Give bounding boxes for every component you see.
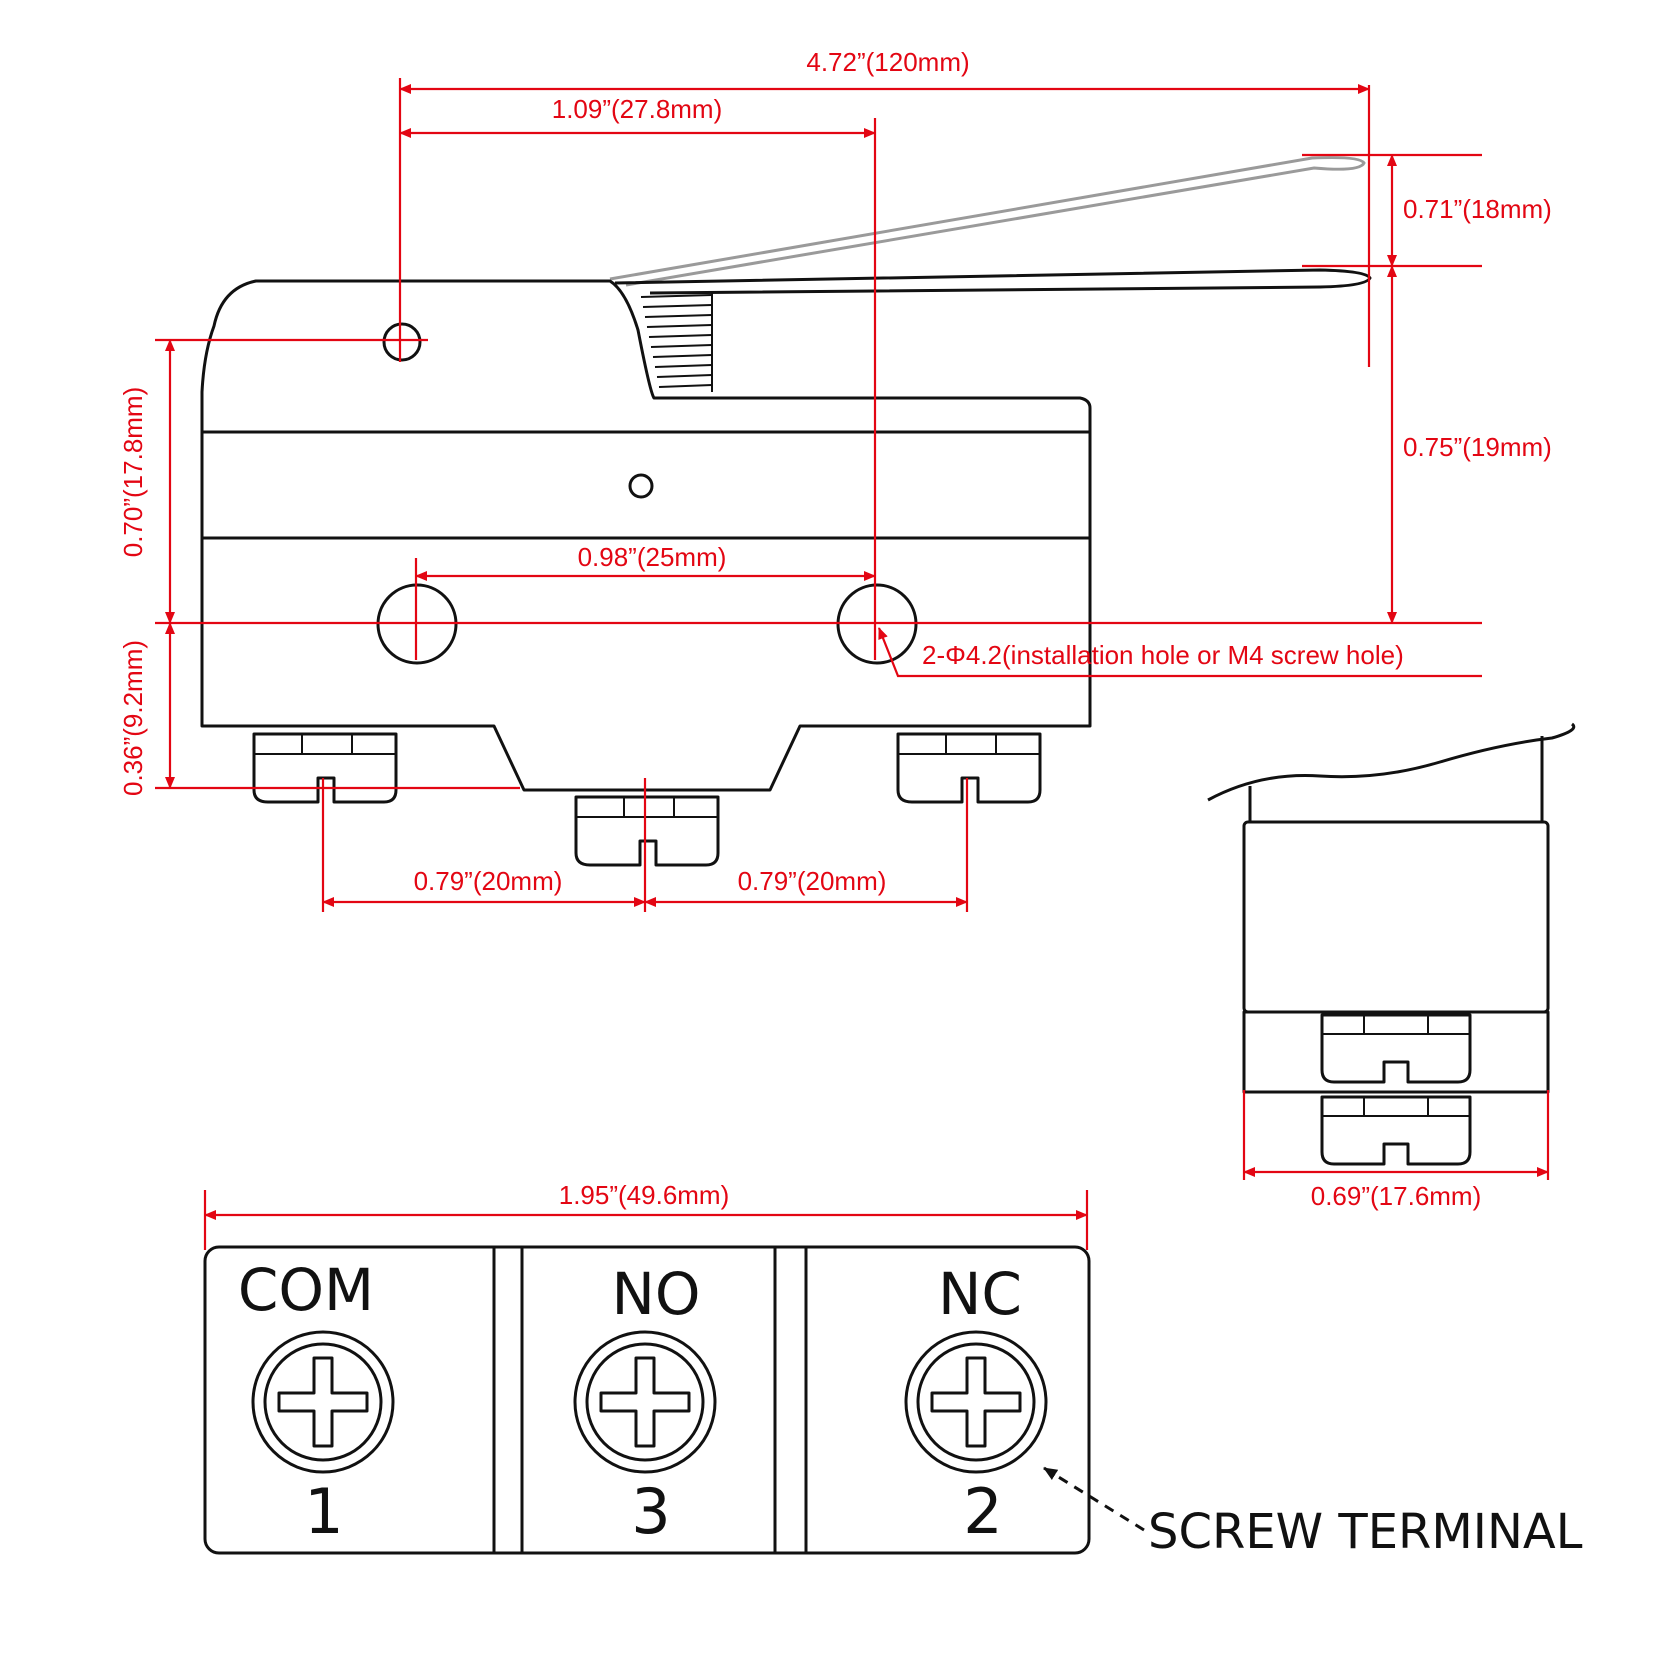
- dim-body-width: 1.95”(49.6mm): [559, 1180, 730, 1210]
- dim-overall-length: 4.72”(120mm): [806, 47, 969, 77]
- terminal-label-no: NO: [611, 1260, 700, 1328]
- side-terminal-screw-top: [1320, 1013, 1472, 1084]
- dim-hole-spacing: 0.98”(25mm): [578, 542, 727, 572]
- lever-arm: [614, 268, 1372, 295]
- terminal-number-2: 2: [963, 1475, 1002, 1548]
- upper-housing: [200, 279, 1092, 540]
- lower-base: [200, 536, 1092, 792]
- terminal-block: COM NO NC 1 3 2 SCREW TERMINAL: [203, 1245, 1583, 1560]
- dim-terminal-depth: 0.36”(9.2mm): [118, 640, 148, 796]
- dim-side-width: 0.69”(17.6mm): [1311, 1181, 1482, 1211]
- screw-terminal-leader: [1043, 1466, 1145, 1532]
- terminal-number-1: 1: [304, 1475, 343, 1548]
- dim-pivot-to-center: 1.09”(27.8mm): [552, 94, 723, 124]
- side-view: [1207, 722, 1576, 1166]
- lever-spring: [640, 293, 713, 392]
- dim-pivot-height: 0.70”(17.8mm): [118, 387, 148, 558]
- terminal-number-3: 3: [631, 1475, 670, 1548]
- dim-terminal-pitch-left: 0.79”(20mm): [414, 866, 563, 896]
- side-wavy-top: [1207, 722, 1576, 802]
- side-housing: [1242, 820, 1550, 1014]
- dim-lever-travel: 0.71”(18mm): [1403, 194, 1552, 224]
- dim-lever-height: 0.75”(19mm): [1403, 432, 1552, 462]
- terminal-screw-center: [574, 795, 720, 867]
- screw-icon: [251, 1330, 395, 1474]
- pivot-hole: [382, 322, 422, 362]
- terminal-screw-left: [252, 732, 398, 804]
- side-base: [1242, 1010, 1550, 1094]
- terminal-screw-right: [896, 732, 1042, 804]
- screw-icon: [904, 1330, 1048, 1474]
- dimensions: 4.72”(120mm) 1.09”(27.8mm) 0.71”(18mm) 0…: [118, 47, 1552, 1250]
- terminal-block-outline: [203, 1245, 1091, 1555]
- terminal-label-nc: NC: [938, 1260, 1022, 1328]
- front-view: [200, 156, 1372, 867]
- terminal-label-com: COM: [238, 1256, 374, 1324]
- dim-terminal-pitch-right: 0.79”(20mm): [738, 866, 887, 896]
- side-terminal-screw-bottom: [1320, 1095, 1472, 1166]
- dim-mounting-hole: 2-Φ4.2(installation hole or M4 screw hol…: [922, 640, 1404, 670]
- lever-raised: [609, 156, 1366, 287]
- screw-icon: [573, 1330, 717, 1474]
- small-hole: [628, 473, 654, 499]
- screw-terminal-callout: SCREW TERMINAL: [1148, 1504, 1583, 1560]
